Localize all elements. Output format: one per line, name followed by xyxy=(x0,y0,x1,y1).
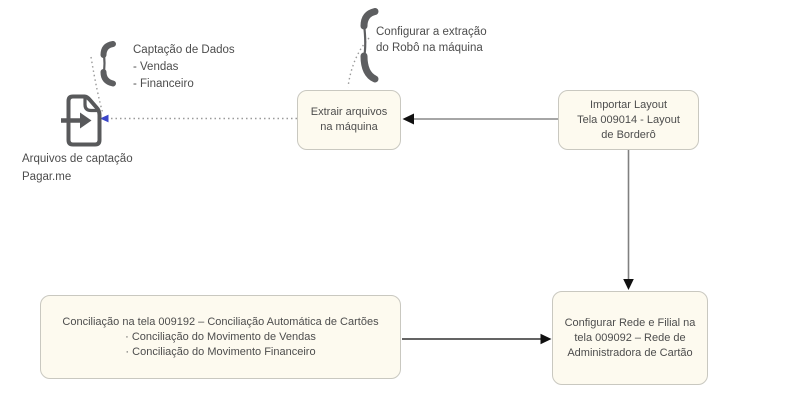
node-label-line: Configurar Rede e Filial na xyxy=(564,316,696,329)
arrowhead-left xyxy=(402,113,414,125)
node-label-line: na máquina xyxy=(320,121,378,133)
annotation-line: - Financeiro xyxy=(133,78,194,90)
node-label-line: · Conciliação do Movimento Financeiro xyxy=(125,345,316,358)
annotation-line: Captação de Dados xyxy=(133,44,235,56)
arrowhead-right xyxy=(540,333,552,345)
blue-arrowhead-icon xyxy=(100,114,109,123)
node-conciliacao: Conciliação na tela 009192 – Conciliação… xyxy=(40,295,401,379)
node-configurar-rede-filial: Configurar Rede e Filial na tela 009092 … xyxy=(552,291,708,385)
node-label-line: Tela 009014 - Layout xyxy=(577,113,680,126)
arrow-conciliacao-to-configurar xyxy=(402,333,552,345)
node-importar-layout: Importar Layout Tela 009014 - Layout de … xyxy=(558,90,699,150)
node-label-line: Administradora de Cartão xyxy=(567,346,693,359)
annotation-configurar-extracao-robo: Configurar a extração do Robô na máquina xyxy=(376,24,487,56)
annotation-captacao-de-dados: Captação de Dados - Vendas - Financeiro xyxy=(133,42,235,93)
node-label-line: · Conciliação do Movimento de Vendas xyxy=(125,330,316,343)
node-label-line: tela 009092 – Rede de xyxy=(574,331,686,344)
annotation-line: Configurar a extração xyxy=(376,26,487,38)
node-label-line: de Borderô xyxy=(601,128,656,141)
brace-robo-icon xyxy=(360,8,379,83)
annotation-line: do Robô na máquina xyxy=(376,42,483,54)
arrow-importar-to-extrair xyxy=(402,113,558,125)
node-label-line: Extrair arquivos xyxy=(310,106,388,118)
annotation-line: - Vendas xyxy=(133,61,179,73)
node-extrair-arquivos: Extrair arquivos na máquina xyxy=(297,90,401,150)
dotted-leader-captacao xyxy=(90,56,104,115)
folded-corner xyxy=(83,98,99,113)
file-import-icon xyxy=(61,94,102,147)
arrowhead-down xyxy=(623,279,634,290)
annotation-line: Arquivos de captação xyxy=(22,153,133,165)
annotation-line: Pagar.me xyxy=(22,171,72,183)
node-label-line: Importar Layout xyxy=(589,98,668,111)
label-arquivos-de-captacao: Arquivos de captação Pagar.me xyxy=(22,150,133,186)
node-label-line: Conciliação na tela 009192 – Conciliação… xyxy=(62,315,379,328)
import-arrowhead xyxy=(80,112,92,129)
brace-captacao-icon xyxy=(100,41,116,87)
arrow-importar-to-configurar xyxy=(623,150,634,290)
